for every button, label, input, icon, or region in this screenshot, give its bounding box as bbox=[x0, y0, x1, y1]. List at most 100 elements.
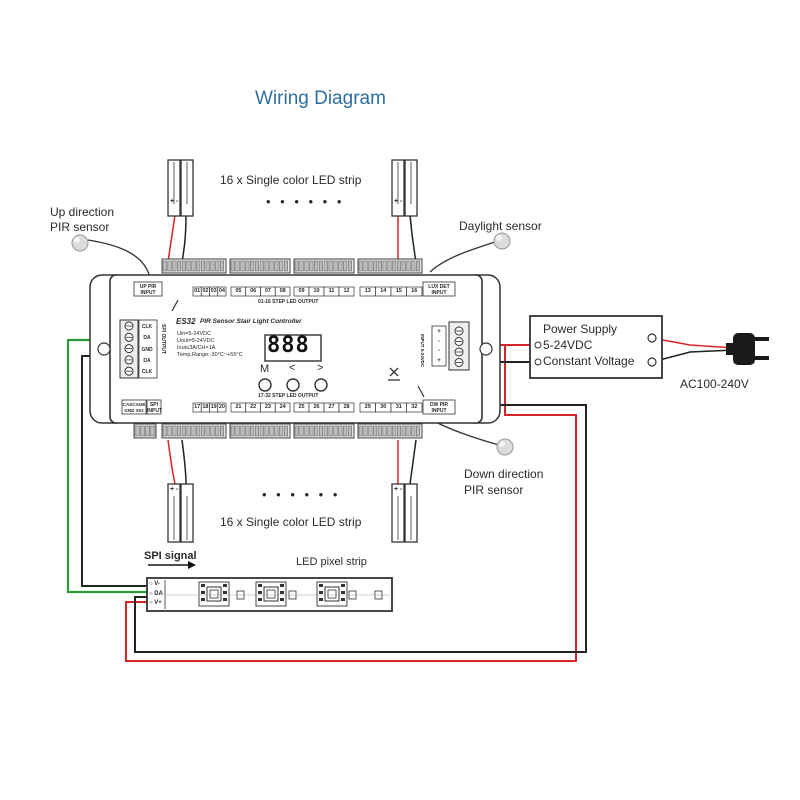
bottom-dots: • • • • • • bbox=[262, 487, 341, 502]
top-channel-06: 06 bbox=[250, 288, 257, 294]
strip-terminal-plus: + bbox=[170, 486, 175, 493]
top-channel-14: 14 bbox=[380, 288, 387, 294]
top-channel-04: 04 bbox=[218, 288, 225, 294]
top-channel-03: 03 bbox=[210, 288, 217, 294]
sensor-window-icon bbox=[388, 367, 400, 381]
spec-3: Iout≤3A/CH×1A bbox=[177, 345, 216, 351]
controller-name: PIR Sensor Stair Light Controller bbox=[200, 318, 302, 325]
bottom-channel-box bbox=[338, 402, 355, 413]
strip-terminal-plus: + bbox=[394, 486, 399, 493]
bottom-channel-19: 19 bbox=[210, 404, 217, 410]
button-m[interactable] bbox=[258, 378, 272, 392]
top-channel-10: 10 bbox=[313, 288, 320, 294]
bottom-channel-27: 27 bbox=[328, 404, 335, 410]
up-pir-sensor bbox=[71, 234, 89, 252]
strip-terminal-minus: - bbox=[176, 486, 179, 493]
spi-arrow-icon bbox=[148, 561, 196, 569]
spi-term: DA bbox=[143, 357, 151, 364]
psu-line-2: 5-24VDC bbox=[543, 338, 593, 352]
spi-term: GND bbox=[141, 346, 153, 353]
up-pir-cable bbox=[87, 239, 151, 279]
diagram-title: Wiring Diagram bbox=[255, 88, 386, 109]
top-channel-box bbox=[217, 286, 227, 297]
ac-plug-icon bbox=[726, 333, 769, 365]
button-right[interactable] bbox=[314, 378, 328, 392]
power-input-labels bbox=[431, 325, 447, 367]
bottom-channel-box bbox=[274, 402, 291, 413]
button-left[interactable] bbox=[286, 378, 300, 392]
input-terms: +--+ bbox=[433, 328, 445, 366]
bottom-channel-18: 18 bbox=[202, 404, 209, 410]
strip-terminal-minus: - bbox=[400, 486, 403, 493]
power-supply-box bbox=[529, 315, 663, 379]
top-channel-02: 02 bbox=[202, 288, 209, 294]
strip-terminal-plus: + bbox=[394, 198, 399, 205]
daylight-label: Daylight sensor bbox=[459, 219, 542, 233]
bottom-channel-28: 28 bbox=[343, 404, 350, 410]
controller-model: ES32 bbox=[176, 317, 196, 326]
button-right-label: > bbox=[317, 362, 324, 374]
bottom-channel-20: 20 bbox=[218, 404, 225, 410]
top-channel-box bbox=[406, 286, 423, 297]
daylight-cable bbox=[429, 241, 496, 273]
ac-red-wire bbox=[651, 337, 736, 349]
ac-black-wire bbox=[651, 349, 736, 363]
mount-hole-right bbox=[479, 342, 493, 356]
segment-display: 888 bbox=[267, 333, 310, 358]
single-color-strips bbox=[167, 159, 418, 543]
spec-1: Uin=5-24VDC bbox=[177, 331, 212, 337]
pixel-strip-pins: ○ V-○ DA○ V+ bbox=[149, 580, 163, 609]
top-channel-08: 08 bbox=[279, 288, 286, 294]
bottom-channel-box bbox=[406, 402, 423, 413]
top-strips-label: 16 x Single color LED strip bbox=[220, 173, 362, 187]
input-term: - bbox=[438, 338, 440, 345]
top-channel-01: 01 bbox=[194, 288, 201, 294]
top-channel-05: 05 bbox=[235, 288, 242, 294]
top-channel-13: 13 bbox=[364, 288, 371, 294]
spi-term: DA bbox=[143, 335, 151, 342]
bottom-channel-31: 31 bbox=[395, 404, 402, 410]
bottom-channel-22: 22 bbox=[250, 404, 257, 410]
bottom-channel-30: 30 bbox=[380, 404, 387, 410]
pixel-pin: ○ V+ bbox=[149, 600, 162, 606]
psu-line-3: Constant Voltage bbox=[543, 354, 635, 368]
input-vertical-label: INPUT 5-24VDC bbox=[420, 334, 425, 368]
strip-terminal-minus: - bbox=[400, 198, 403, 205]
spi-signal-label: SPI signal bbox=[144, 550, 197, 562]
bottom-channel-17: 17 bbox=[194, 404, 201, 410]
bottom-bus-label: 17-32 STEP LED OUTPUT bbox=[258, 393, 319, 399]
down-pir-label-1: Down direction bbox=[464, 467, 544, 481]
top-channel-07: 07 bbox=[264, 288, 271, 294]
psu-line-1: Power Supply bbox=[543, 322, 618, 336]
bottom-channel-21: 21 bbox=[235, 404, 242, 410]
mount-hole-left bbox=[97, 342, 111, 356]
top-bus-label: 01-16 STEP LED OUTPUT bbox=[258, 299, 319, 305]
top-channel-16: 16 bbox=[411, 288, 418, 294]
bottom-strips-label: 16 x Single color LED strip bbox=[220, 515, 362, 529]
up-pir-label-2: PIR sensor bbox=[50, 220, 110, 234]
bottom-channel-26: 26 bbox=[313, 404, 320, 410]
seven-segment-display-frame bbox=[264, 334, 322, 362]
down-pir-sensor bbox=[496, 438, 514, 456]
psu-ac-terminal-n bbox=[647, 357, 657, 367]
ac-voltage-label: AC100-240V bbox=[680, 377, 749, 391]
bottom-channel-box bbox=[217, 402, 227, 413]
down-pir-label-2: PIR sensor bbox=[464, 483, 524, 497]
top-channel-09: 09 bbox=[298, 288, 305, 294]
spi-term: CLK bbox=[141, 369, 153, 376]
led-pixel-strip bbox=[146, 577, 393, 612]
up-pir-label-1: Up direction bbox=[50, 205, 115, 219]
pixel-pin: ○ DA bbox=[149, 590, 163, 597]
top-channel-box bbox=[274, 286, 291, 297]
red-vplus-wire bbox=[125, 345, 577, 662]
bottom-channel-24: 24 bbox=[279, 404, 286, 410]
pixel-strip-label: LED pixel strip bbox=[296, 556, 367, 568]
controller bbox=[89, 258, 501, 439]
psu-ac-terminal-l bbox=[647, 333, 657, 343]
input-term: - bbox=[438, 348, 440, 354]
